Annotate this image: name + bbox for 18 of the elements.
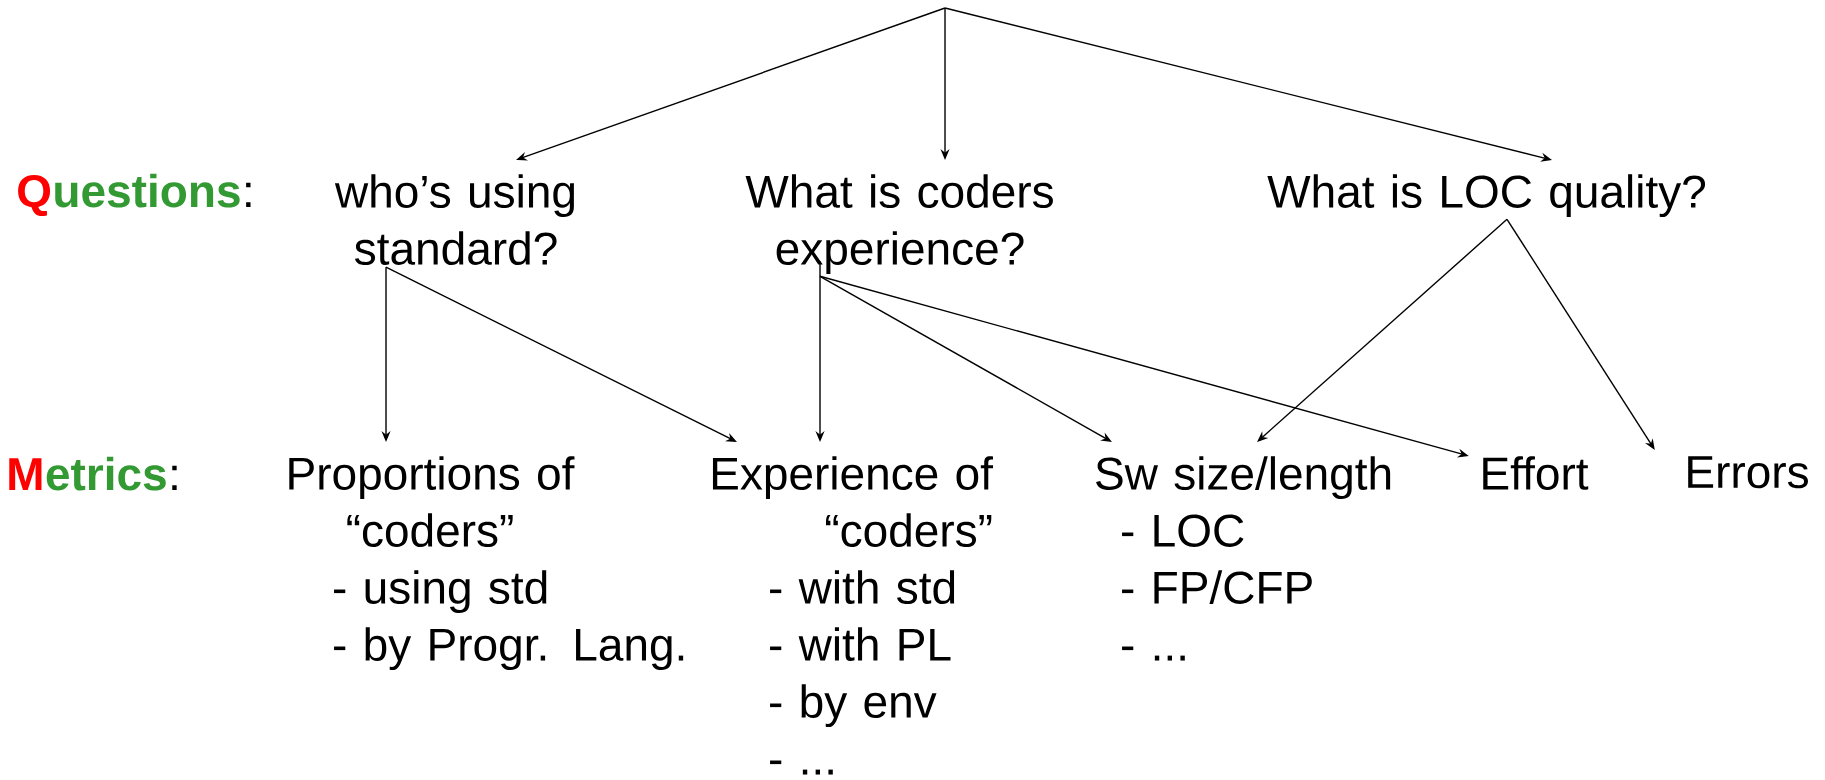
arrow <box>385 266 737 442</box>
node-text: Effort <box>1483 456 1589 490</box>
row-heading: M <box>9 458 42 490</box>
row-heading: uestions <box>55 173 240 208</box>
row-heading: etrics <box>46 456 166 491</box>
node-text: What is LOC quality? <box>1267 174 1706 218</box>
node-text: Experience of “coders” - with std - with PL - by env - ... <box>712 456 993 775</box>
arrow <box>1506 218 1655 450</box>
row-heading: Q <box>18 174 51 217</box>
arrow <box>1257 218 1508 442</box>
node-text: Sw size/length - LOC - FP/CFP - ... <box>1096 456 1391 661</box>
node-text: who’s using standard? <box>334 174 574 265</box>
node-text: Errors <box>1688 456 1808 489</box>
node-text: Proportions of “coders” - using std - by Progr. Lang. <box>289 456 684 671</box>
row-heading: : <box>246 182 251 207</box>
node-text: What is coders experience? <box>745 174 1053 275</box>
arrow <box>819 275 1112 442</box>
row-heading: : <box>172 465 177 490</box>
